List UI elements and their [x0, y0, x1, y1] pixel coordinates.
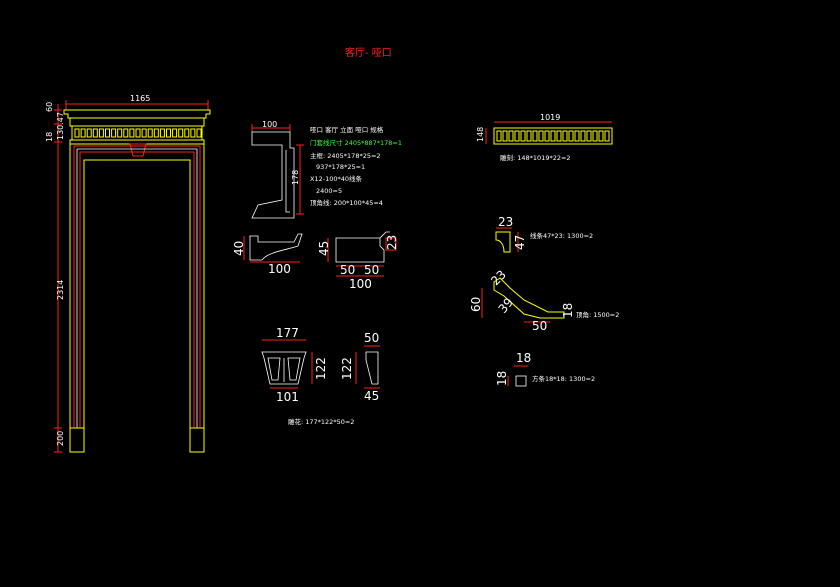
dentil: [74, 128, 80, 138]
profile-a-top: 100: [262, 120, 277, 129]
frieze-w: 1019: [540, 113, 560, 122]
dentil: [141, 128, 147, 138]
corbel-h2: 122: [340, 357, 354, 380]
mould-1: 23 47 线条47*23: 1300=2: [495, 215, 593, 253]
profile-c: 45 23 50 50 100: [317, 231, 399, 291]
mould-2-h: 60: [469, 297, 483, 312]
dentil: [508, 130, 514, 142]
dentil: [111, 128, 117, 138]
dim-base: 200: [56, 431, 65, 446]
dentils: [74, 128, 202, 138]
note-5: 2400=5: [316, 187, 342, 195]
profile-c-a: 50: [340, 263, 355, 277]
profile-c-r: 23: [385, 235, 399, 250]
dentil: [562, 130, 568, 142]
door-elevation: 1165 60 130.47 18 2314 200: [45, 94, 211, 453]
frieze-panel: 1019 148 雕刻: 148*1019*22=2: [476, 113, 613, 162]
dentil: [568, 130, 574, 142]
dentil: [532, 130, 538, 142]
dentil: [496, 130, 502, 142]
dentil: [544, 130, 550, 142]
mould-3: 18 18 方条18*18: 1300=2: [495, 351, 595, 387]
dim-130: 130.47: [56, 112, 65, 140]
dim-60: 60: [45, 102, 54, 112]
mould-3-h: 18: [495, 371, 509, 386]
dentil: [550, 130, 556, 142]
mould-2-d: 39: [496, 295, 517, 316]
width-dim: 1165: [130, 94, 150, 103]
mould-2: 23 60 39 50 18 顶角: 1500=2: [469, 267, 619, 333]
profile-c-b: 50: [364, 263, 379, 277]
note-4: X12-100*40线条: [310, 174, 362, 183]
dentil: [556, 130, 562, 142]
dentil: [574, 130, 580, 142]
dentil: [520, 130, 526, 142]
dentil: [129, 128, 135, 138]
dentil: [98, 128, 104, 138]
dentil: [135, 128, 141, 138]
mould-1-w: 23: [498, 215, 513, 229]
dentil: [86, 128, 92, 138]
dentil: [166, 128, 171, 138]
note-2: 主框: 2405*178*25=2: [310, 151, 381, 160]
dentil: [580, 130, 586, 142]
dentil: [123, 128, 129, 138]
profile-b-h: 40: [232, 241, 246, 256]
dentil: [190, 128, 196, 138]
dentil: [514, 130, 520, 142]
note-3: 937*178*25=1: [316, 163, 365, 171]
mould-3-note: 方条18*18: 1300=2: [532, 374, 595, 383]
profile-b: 40 100: [232, 233, 303, 276]
profile-c-h: 45: [317, 241, 331, 256]
dentil: [604, 130, 610, 142]
mould-2-t: 18: [561, 303, 575, 318]
corbel-bottom: 101: [276, 390, 299, 404]
profile-c-total: 100: [349, 277, 372, 291]
corbel-top: 177: [276, 326, 299, 340]
dentil: [92, 128, 98, 138]
notes: 哑口 客厅 立面 哑口 规格 门套线尺寸 2405*887*178=1 主框: …: [310, 125, 402, 207]
profile-a: 100 178: [251, 120, 304, 219]
mould-1-h: 47: [513, 235, 527, 250]
frieze-note: 雕刻: 148*1019*22=2: [500, 153, 571, 162]
dentil: [598, 130, 604, 142]
dentil: [538, 130, 544, 142]
note-1: 门套线尺寸 2405*887*178=1: [310, 138, 402, 147]
dentil: [80, 128, 86, 138]
dentil: [159, 128, 165, 138]
dentil: [196, 128, 202, 138]
corbel-d: 45: [364, 389, 379, 403]
dentil: [586, 130, 592, 142]
profile-b-w: 100: [268, 262, 291, 276]
dentil: [147, 128, 153, 138]
dim-18: 18: [45, 132, 54, 142]
corbel: 177 101 122 122 50 45 雕花: 177*122*50=2: [261, 326, 380, 426]
corbel-w: 50: [364, 331, 379, 345]
dentil: [172, 128, 178, 138]
dentil: [502, 130, 508, 142]
note-6: 顶角线: 200*100*45=4: [310, 198, 383, 207]
mould-2-note: 顶角: 1500=2: [576, 310, 619, 319]
mould-2-w: 50: [532, 319, 547, 333]
note-0: 哑口 客厅 立面 哑口 规格: [310, 125, 384, 134]
dentil: [526, 130, 532, 142]
dentil: [184, 128, 190, 138]
dentil: [178, 128, 184, 138]
mould-1-note: 线条47*23: 1300=2: [530, 231, 593, 240]
mould-2-a: 23: [488, 267, 509, 288]
frieze-h: 148: [476, 127, 485, 142]
dentil: [153, 128, 159, 138]
dentil: [592, 130, 598, 142]
drawing-title: 客厅- 哑口: [345, 46, 392, 59]
dentil: [117, 128, 123, 138]
profile-a-side: 178: [291, 170, 300, 185]
dim-height: 2314: [56, 280, 65, 300]
mould-3-w: 18: [516, 351, 531, 365]
dentil: [105, 128, 110, 138]
corbel-note: 雕花: 177*122*50=2: [288, 417, 354, 426]
corbel-h1: 122: [314, 357, 328, 380]
